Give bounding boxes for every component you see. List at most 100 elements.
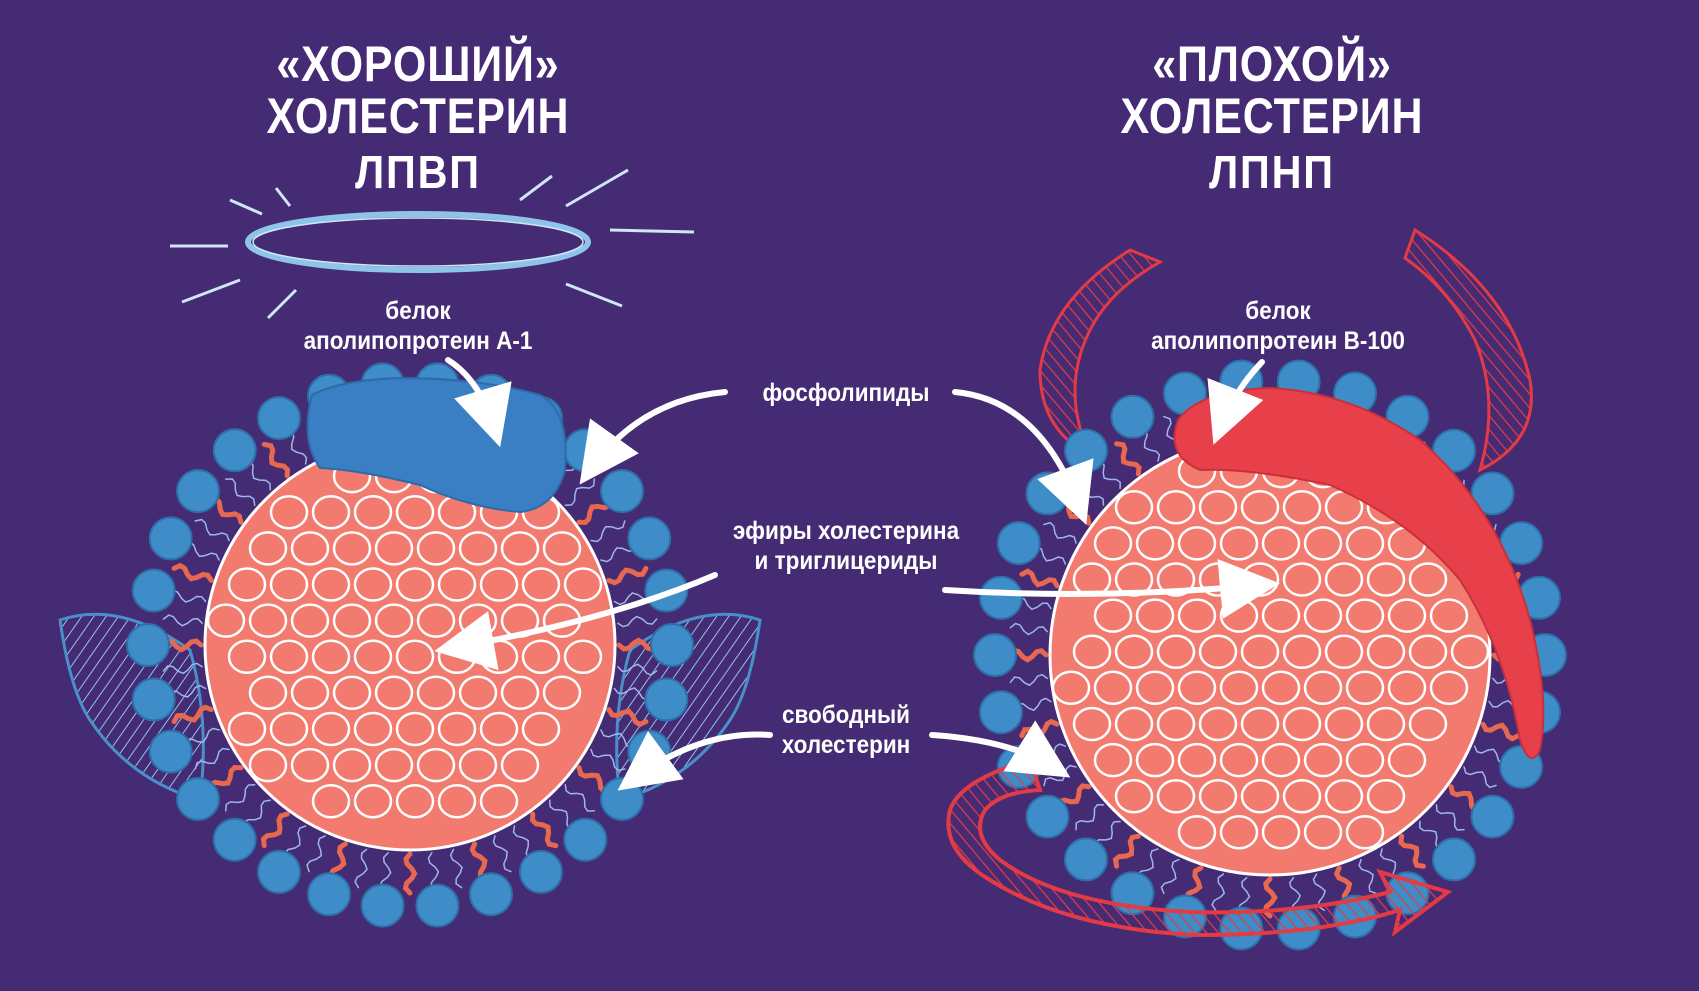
lipid-cell [416, 603, 456, 638]
lipid-cell [374, 603, 414, 638]
phospholipid-head [563, 428, 608, 473]
lipid-cell [353, 494, 393, 530]
fatty-acid-tail [224, 784, 256, 812]
fatty-acid-tail [354, 848, 368, 889]
fatty-acid-tail [1160, 858, 1180, 895]
lipid-cell [1345, 815, 1385, 850]
phospholipid-head [126, 623, 170, 667]
lipid-cell [1240, 634, 1280, 669]
lipid-cell [1282, 489, 1322, 525]
lipid-cell [374, 675, 414, 711]
lipid-cell [1219, 598, 1259, 633]
fatty-acid-tail [590, 748, 626, 772]
lipid-cell [332, 531, 372, 566]
phospholipid-head [1110, 394, 1155, 439]
phospholipid-head [600, 469, 644, 513]
arrow-esters-right [942, 558, 1280, 619]
lipid-cell [1408, 634, 1448, 669]
lipid-cell [290, 675, 330, 711]
arrow-apoa1 [445, 357, 512, 448]
lipid-cell [332, 603, 372, 638]
phospholipid-head [973, 633, 1017, 677]
fatty-acid-tail [1211, 873, 1226, 912]
lipid-cell [1135, 670, 1175, 706]
arrow-esters-left [434, 572, 718, 671]
lipid-cell [1051, 670, 1091, 706]
lipid-cell [1156, 778, 1196, 814]
phospholipid-head [212, 428, 257, 473]
hdl-heading-line1: «ХОРОШИЙ» [276, 36, 560, 92]
arrow-free-left [617, 730, 773, 791]
lipid-cell [542, 675, 582, 711]
lipid-cell [1261, 526, 1301, 561]
phospholipid-head [519, 849, 563, 894]
lipid-cell [1324, 634, 1364, 669]
lipid-cell [1303, 742, 1343, 778]
phospholipid-head [131, 677, 176, 722]
lipid-cell [1345, 742, 1385, 778]
lipid-cell [1093, 598, 1133, 633]
esters-label-line2: и триглицериды [754, 547, 938, 575]
lipid-cell [1240, 778, 1280, 814]
lipid-cell [1387, 670, 1427, 706]
lipid-cell [542, 531, 582, 566]
ldl-heading: «ПЛОХОЙ» ХОЛЕСТЕРИН [1083, 38, 1461, 142]
lipid-cell [290, 747, 330, 783]
lipid-cell [1324, 778, 1364, 814]
lipid-cell [479, 639, 519, 674]
lipid-cell [332, 675, 372, 711]
fatty-acid-tail [194, 747, 230, 770]
lipid-cell [1261, 598, 1301, 633]
lipid-cell [1324, 562, 1364, 597]
lipid-cell [500, 675, 540, 711]
lipid-cell [1240, 706, 1280, 742]
phospholipid-head [650, 623, 694, 667]
lipid-cell [479, 783, 519, 819]
lipid-cell [1177, 815, 1217, 850]
fatty-acid-tail [1463, 766, 1497, 789]
lipid-cell [290, 531, 330, 566]
fatty-acid-tail [260, 811, 290, 849]
fatty-acid-tail [590, 520, 626, 543]
fatty-acid-tail [1114, 441, 1142, 477]
lipid-cell [353, 567, 393, 602]
hdl-heading-line2: ХОЛЕСТЕРИН [266, 88, 570, 144]
lipid-cell [269, 639, 309, 674]
fatty-acid-tail [162, 662, 203, 675]
lipid-cell [248, 531, 288, 566]
lipid-cell [1261, 670, 1301, 706]
phospholipid-head [979, 690, 1023, 735]
phospholipid-head [1064, 428, 1108, 473]
lipid-cell [1366, 706, 1406, 742]
lipid-cell [1114, 706, 1154, 742]
lipid-cell [1198, 778, 1238, 814]
lipid-cell [416, 747, 456, 783]
lipid-cell [1408, 706, 1448, 742]
lipid-cell [311, 639, 351, 674]
phospholipid-head [1025, 471, 1070, 516]
fatty-acid-tail [564, 478, 596, 506]
fatty-acid-tail [1009, 673, 1048, 687]
lipid-cell [1156, 489, 1196, 525]
lipid-cell [1072, 706, 1112, 742]
lipid-cell [416, 675, 456, 711]
lipid-cell [353, 711, 393, 747]
lipid-cell [1303, 670, 1343, 706]
lipid-cell [227, 711, 267, 747]
lipid-cell [1198, 706, 1238, 742]
lipid-cell [1114, 489, 1154, 525]
esters-label: эфиры холестерина и триглицериды [706, 516, 987, 576]
lipid-cell [206, 603, 246, 638]
free-cholesterol-label-line2: холестерин [781, 731, 911, 759]
lipid-cell [1198, 489, 1238, 525]
lipid-cell [1219, 670, 1259, 706]
lipid-cell [1429, 670, 1469, 706]
lipid-cell [374, 531, 414, 566]
lipid-cell [227, 567, 267, 602]
lipid-cell [458, 531, 498, 566]
fatty-acid-tail [1358, 858, 1377, 895]
lipid-cell [395, 711, 435, 747]
lipid-cell [395, 494, 435, 530]
lipid-cell [1219, 742, 1259, 778]
